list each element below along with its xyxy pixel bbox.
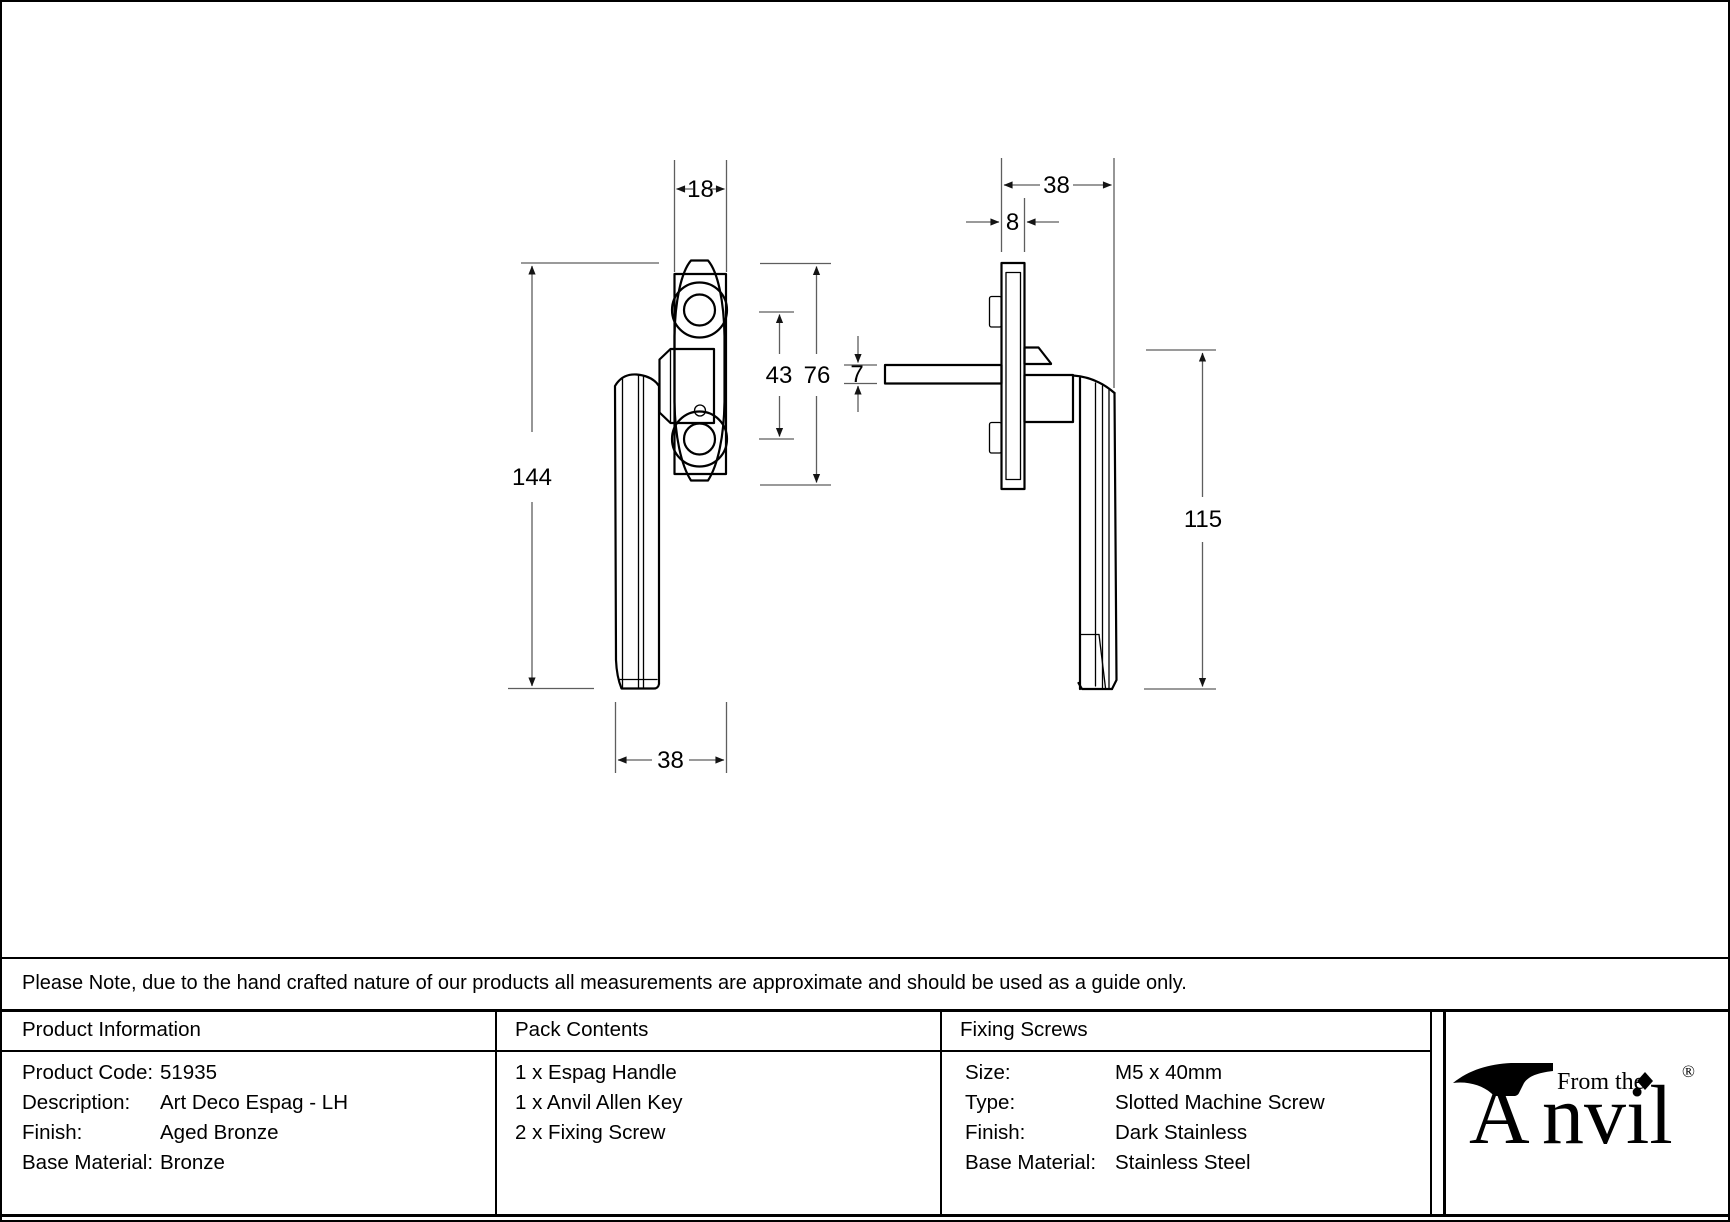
dim-side-spindle-height: 7 xyxy=(844,336,877,412)
dim-label-side-spindle-height: 7 xyxy=(850,361,863,388)
dim-front-width-top: 18 xyxy=(673,160,728,272)
list-item: 1 x Anvil Allen Key xyxy=(515,1091,683,1114)
field-label: Size: xyxy=(965,1061,1011,1084)
side-top-screw-boss xyxy=(988,295,1003,328)
front-backplate xyxy=(673,272,728,476)
header-fixing-screws: Fixing Screws xyxy=(960,1017,1088,1041)
dim-label-front-width-top: 18 xyxy=(687,176,714,203)
logo-text-nvil: nvil xyxy=(1542,1069,1673,1162)
header-pack-contents: Pack Contents xyxy=(515,1017,649,1041)
dim-label-front-overall-height: 144 xyxy=(512,464,552,491)
dim-side-handle-drop: 115 xyxy=(1144,349,1222,690)
field-value: M5 x 40mm xyxy=(1115,1061,1223,1084)
dim-label-side-handle-drop: 115 xyxy=(1184,506,1222,533)
header-product-information: Product Information xyxy=(22,1017,201,1041)
field-label: Base Material: xyxy=(965,1151,1097,1174)
field-label: Finish: xyxy=(965,1121,1026,1144)
side-view xyxy=(883,261,1118,691)
front-bottom-screw-boss xyxy=(670,410,729,468)
field-label: Finish: xyxy=(22,1121,83,1144)
logo-cell-border xyxy=(1443,1009,1446,1216)
table-row: Base Material: Stainless Steel xyxy=(965,1148,1420,1178)
dim-label-side-plate-depth: 8 xyxy=(1006,209,1019,236)
anvil-icon xyxy=(1453,1063,1553,1096)
note-row-top-border xyxy=(2,957,1728,959)
pack-contents-cell: 1 x Espag Handle 1 x Anvil Allen Key 2 x… xyxy=(515,1050,925,1148)
list-item: 1 x Espag Handle xyxy=(515,1061,677,1084)
dim-side-plate-depth: 8 xyxy=(966,198,1059,252)
front-handle-grip xyxy=(613,373,661,690)
field-value: Dark Stainless xyxy=(1115,1121,1248,1144)
field-label: Type: xyxy=(965,1091,1016,1114)
dim-label-front-plate-height: 76 xyxy=(804,362,831,389)
table-row: Size: M5 x 40mm xyxy=(965,1058,1420,1088)
side-handle-arm xyxy=(1023,373,1075,424)
table-bottom-border xyxy=(2,1214,1728,1217)
logo-letter-a: A xyxy=(1469,1069,1530,1162)
side-spindle xyxy=(883,363,1003,385)
table-row: Description: Art Deco Espag - LH xyxy=(22,1088,482,1118)
side-grip-outer-edge xyxy=(1110,391,1118,691)
from-the-anvil-logo: A nvil From the ® xyxy=(1453,1062,1695,1162)
field-value: Slotted Machine Screw xyxy=(1115,1091,1325,1114)
logo-registered-mark: ® xyxy=(1682,1062,1695,1081)
side-grip-shoulder xyxy=(1071,374,1116,395)
dim-label-front-width-bottom: 38 xyxy=(657,747,684,774)
front-bottom-screw-hole xyxy=(682,422,717,456)
field-value: Bronze xyxy=(160,1151,225,1174)
front-grub-screw-hole xyxy=(693,404,707,417)
dim-front-fixing-centres: 43 xyxy=(759,311,794,440)
list-item: 2 x Fixing Screw xyxy=(515,1121,666,1144)
dim-front-overall-height: 144 xyxy=(508,262,659,690)
dim-label-side-depth-overall: 38 xyxy=(1043,172,1070,199)
table-header-border xyxy=(2,1050,1430,1052)
note-text: Please Note, due to the hand crafted nat… xyxy=(22,971,1187,994)
dim-side-depth-overall: 38 xyxy=(1000,158,1115,388)
table-row: Finish: Dark Stainless xyxy=(965,1118,1420,1148)
table-row: Base Material: Bronze xyxy=(22,1148,482,1178)
side-grip-bottom xyxy=(1077,681,1114,691)
field-label: Product Code: xyxy=(22,1061,154,1084)
dim-front-plate-height: 76 xyxy=(760,262,831,486)
technical-drawing: 18 144 43 76 38 xyxy=(508,158,1222,774)
field-value: Art Deco Espag - LH xyxy=(160,1091,348,1114)
dim-label-front-fixing-centres: 43 xyxy=(766,362,793,389)
product-information-cell: Product Code: 51935 Description: Art Dec… xyxy=(22,1050,482,1178)
side-neck-boss xyxy=(1023,346,1053,366)
table-top-border xyxy=(2,1009,1728,1012)
fixing-screws-cell: Size: M5 x 40mm Type: Slotted Machine Sc… xyxy=(965,1050,1420,1178)
field-value: 51935 xyxy=(160,1061,218,1084)
logo-from-the: From the xyxy=(1557,1069,1644,1095)
field-label: Base Material: xyxy=(22,1151,154,1174)
note-row: Please Note, due to the hand crafted nat… xyxy=(22,959,1187,1007)
front-top-screw-boss xyxy=(670,281,729,339)
field-value: Aged Bronze xyxy=(160,1121,279,1144)
dim-front-width-bottom: 38 xyxy=(614,702,728,774)
front-lozenge-cover xyxy=(673,259,726,482)
table-divider-3 xyxy=(1430,1009,1432,1216)
table-row: Type: Slotted Machine Screw xyxy=(965,1088,1420,1118)
table-divider-2 xyxy=(940,1009,942,1216)
table-divider-1 xyxy=(495,1009,497,1216)
field-value: Stainless Steel xyxy=(1115,1151,1251,1174)
table-row: Finish: Aged Bronze xyxy=(22,1118,482,1148)
field-label: Description: xyxy=(22,1091,131,1114)
table-row: Product Code: 51935 xyxy=(22,1058,482,1088)
side-bottom-screw-boss xyxy=(988,421,1003,454)
side-backplate-inner xyxy=(1005,271,1022,481)
front-top-screw-hole xyxy=(682,293,717,327)
logo-diamond-icon xyxy=(1637,1072,1653,1090)
front-view xyxy=(613,259,729,690)
